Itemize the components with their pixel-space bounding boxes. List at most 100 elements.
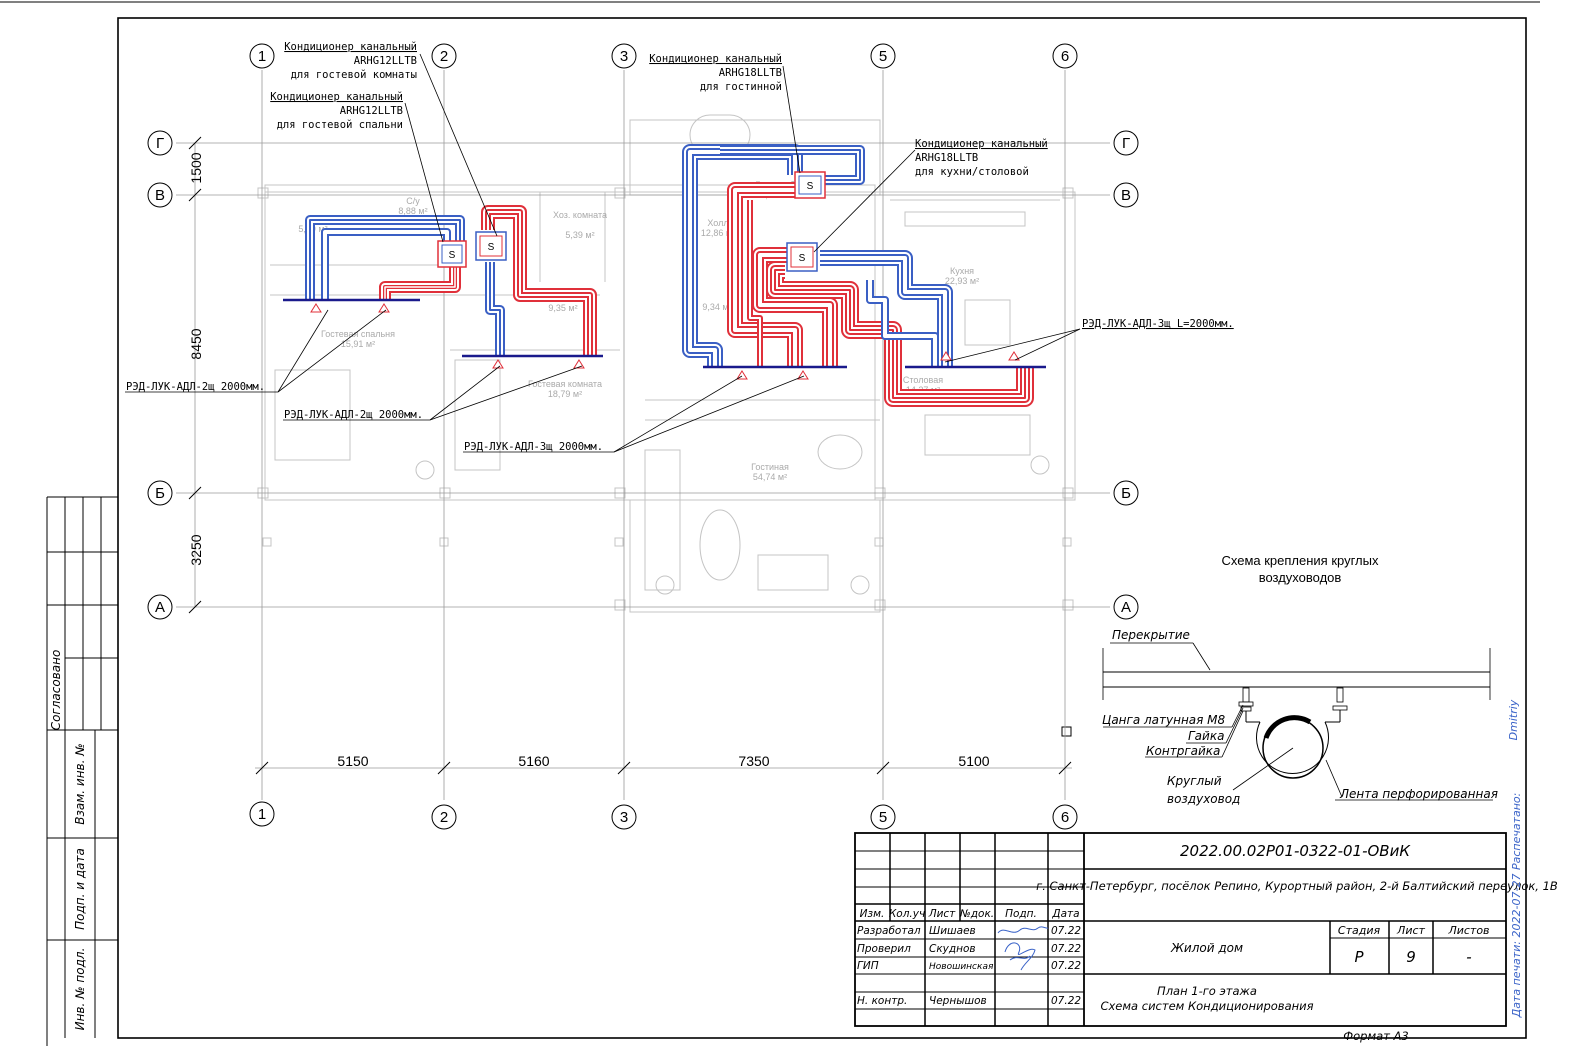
sheets-value: - — [1466, 948, 1471, 966]
detail-duct-label-2: воздуховод — [1167, 792, 1240, 806]
person-name: Чернышов — [929, 995, 987, 1007]
header-izm: Изм. — [860, 908, 885, 920]
dim-5100: 5100 — [958, 753, 989, 769]
sign-date: 07.22 — [1051, 925, 1081, 937]
title-block — [854, 832, 1507, 1027]
duct-fastening-detail: Схема крепления круглых воздуховодов Пер… — [1102, 553, 1498, 806]
axis-label-bottom-2: 2 — [440, 809, 448, 826]
axis-label-top-5: 5 — [879, 48, 887, 65]
sign-date: 07.22 — [1051, 960, 1081, 972]
callout-title: Кондиционер канальный — [270, 91, 403, 103]
axis-label-right-V: В — [1121, 187, 1131, 204]
side-sign-date: Подп. и дата — [73, 848, 87, 930]
dimension-ticks — [188, 136, 1072, 775]
axis-label-right-B: Б — [1121, 485, 1131, 502]
project-code: 2022.00.02Р01-0322-01-ОВиК — [1180, 842, 1411, 860]
drawing-title-line1: План 1-го этажа — [1157, 984, 1257, 998]
dim-5150: 5150 — [337, 753, 368, 769]
header-sign: Подп. — [1005, 908, 1037, 920]
callout-purpose: для гостинной — [700, 81, 782, 93]
axis-label-right-G: Г — [1122, 135, 1130, 152]
detail-title-line2: воздуховодов — [1259, 570, 1342, 585]
detail-duct-label-1: Круглый — [1167, 774, 1222, 788]
sheets-label: Листов — [1447, 924, 1489, 937]
role: Разработал — [857, 925, 921, 937]
axis-label-bottom-6: 6 — [1061, 809, 1069, 826]
detail-title-line1: Схема крепления круглых — [1221, 553, 1379, 568]
room-name: Гостевая комната — [528, 379, 602, 389]
callout-purpose: для кухни/столовой — [915, 166, 1029, 178]
duct-system-guest-bedroom — [305, 215, 465, 300]
paper-format: Формат А3 — [1343, 1029, 1409, 1043]
diffuser-bars — [283, 298, 1046, 369]
print-date-label: Дата печати: 2022-07-27 Распечатано: — [1510, 793, 1523, 1019]
callout-unit-living-room: Кондиционер канальный ARHG18LLTB для гос… — [649, 53, 782, 93]
axis-label-top-2: 2 — [440, 48, 448, 65]
header-doc: №док. — [959, 908, 994, 920]
role: Н. контр. — [857, 995, 907, 1007]
unit-mark: S — [799, 253, 806, 264]
detail-nut-label: Гайка — [1188, 729, 1224, 743]
room-area: 9,34 м² — [702, 302, 731, 312]
axis-label-left-V: В — [155, 187, 165, 204]
callout-model: ARHG12LLTB — [354, 55, 417, 67]
sheet-value: 9 — [1406, 948, 1416, 966]
printed-by: Dmitriy — [1507, 699, 1520, 740]
detail-slab-label: Перекрытие — [1112, 628, 1190, 642]
axis-label-top-3: 3 — [620, 48, 628, 65]
room-area: 15,91 м² — [341, 339, 375, 349]
unit-mark: S — [488, 242, 495, 253]
callout-model: ARHG18LLTB — [915, 152, 978, 164]
dim-3250: 3250 — [188, 534, 204, 565]
ac-unit-living-room: S — [794, 171, 826, 199]
ac-unit-guest-bedroom: S — [437, 240, 467, 268]
callout-unit-guest-room: Кондиционер канальный ARHG12LLTB для гос… — [284, 41, 417, 81]
duct-system-living-room — [682, 144, 865, 366]
ac-unit-kitchen: S — [786, 242, 818, 272]
detail-collet-label: Цанга латунная М8 — [1102, 713, 1226, 727]
stage-label: Стадия — [1338, 924, 1381, 937]
room-name: Гостиная — [751, 462, 789, 472]
person-name: Новошинская — [929, 962, 994, 972]
unit-mark: S — [807, 181, 814, 192]
stage-value: Р — [1354, 948, 1364, 966]
drawing-frame — [117, 17, 1527, 1039]
sign-date: 07.22 — [1051, 995, 1081, 1007]
room-area: 9,35 м² — [548, 303, 577, 313]
header-kol: Кол.уч — [889, 908, 925, 920]
address-line: г. Санкт-Петербург, посёлок Репино, Куро… — [1036, 879, 1558, 893]
grid-bubbles — [147, 43, 1139, 830]
room-name: Столовая — [903, 375, 943, 385]
axis-label-right-A: А — [1121, 599, 1131, 616]
floor-plan-background — [257, 114, 1076, 613]
dim-7350: 7350 — [738, 753, 769, 769]
room-area: 22,93 м² — [945, 276, 979, 286]
axis-label-bottom-3: 3 — [620, 809, 628, 826]
person-name: Скуднов — [929, 943, 976, 955]
dim-8450: 8450 — [188, 328, 204, 359]
unit-mark: S — [449, 250, 456, 261]
side-stamp — [46, 496, 118, 1046]
room-area: 5,39 м² — [565, 230, 594, 240]
callout-unit-kitchen: Кондиционер канальный ARHG18LLTB для кух… — [915, 138, 1048, 178]
room-name: Гостевая спальня — [321, 329, 395, 339]
dim-5160: 5160 — [518, 753, 549, 769]
axis-label-bottom-1: 1 — [258, 806, 266, 823]
drawing-title-line2: Схема систем Кондиционирования — [1100, 999, 1313, 1013]
dim-1500: 1500 — [188, 152, 204, 183]
room-area: 18,79 м² — [548, 389, 582, 399]
ac-unit-guest-room: S — [475, 231, 507, 261]
callout-model: ARHG18LLTB — [719, 67, 782, 79]
room-area: 54,74 м² — [753, 472, 787, 482]
diffuser-label-2: РЭД-ЛУК-АДЛ-2щ 2000мм. — [284, 409, 423, 421]
room-area: 12,86 м² — [701, 228, 735, 238]
header-date: Дата — [1051, 908, 1079, 920]
signatures — [997, 926, 1049, 971]
axis-label-left-B: Б — [155, 485, 165, 502]
role: Проверил — [857, 943, 911, 955]
callout-purpose: для гостевой спальни — [277, 119, 403, 131]
plan-marker — [1061, 726, 1072, 737]
grid-lines — [176, 70, 1110, 800]
sign-date: 07.22 — [1051, 943, 1081, 955]
